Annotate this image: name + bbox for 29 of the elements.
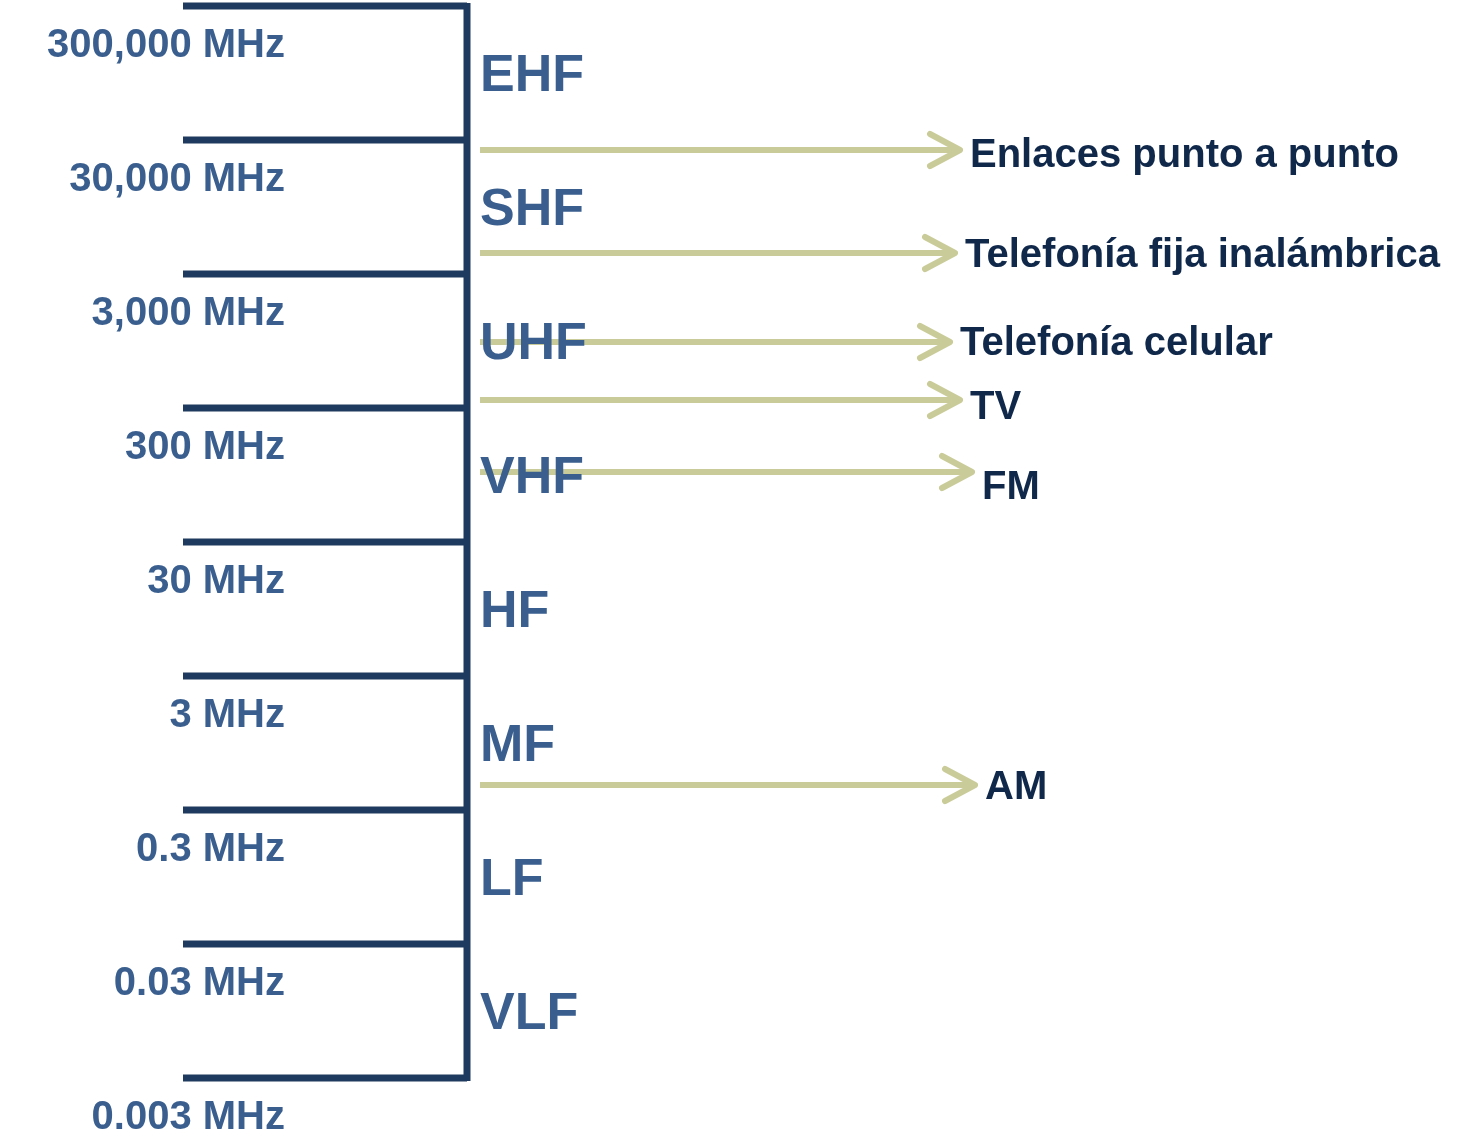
application-label: Telefonía fija inalámbrica	[965, 230, 1440, 276]
band-label: HF	[480, 547, 630, 671]
application-label: AM	[985, 762, 1048, 808]
frequency-label: 300 MHz	[124, 424, 285, 466]
band-label: VLF	[480, 949, 630, 1073]
arrow	[480, 381, 963, 419]
arrow	[480, 323, 953, 361]
band-label: UHF	[480, 279, 630, 403]
frequency-label: 0.003 MHz	[91, 1094, 285, 1136]
frequency-label: 0.3 MHz	[136, 826, 285, 868]
frequency-label: 3,000 MHz	[91, 290, 285, 332]
band-label: EHF	[480, 11, 630, 135]
frequency-label: 30,000 MHz	[69, 156, 285, 198]
band-label: MF	[480, 681, 630, 805]
frequency-label: 30 MHz	[147, 558, 285, 600]
arrow	[480, 131, 963, 169]
arrow	[480, 453, 975, 491]
frequency-label: 300,000 MHz	[47, 22, 285, 64]
arrow	[480, 766, 978, 804]
band-label: SHF	[480, 145, 630, 269]
application-label: Enlaces punto a punto	[970, 130, 1399, 176]
frequency-label: 3 MHz	[169, 692, 285, 734]
application-label: Telefonía celular	[960, 318, 1273, 364]
band-label: VHF	[480, 413, 630, 537]
application-label: TV	[970, 382, 1022, 428]
band-label: LF	[480, 815, 630, 939]
frequency-label: 0.03 MHz	[113, 960, 285, 1002]
application-label: FM	[982, 462, 1040, 508]
arrow	[480, 234, 958, 272]
